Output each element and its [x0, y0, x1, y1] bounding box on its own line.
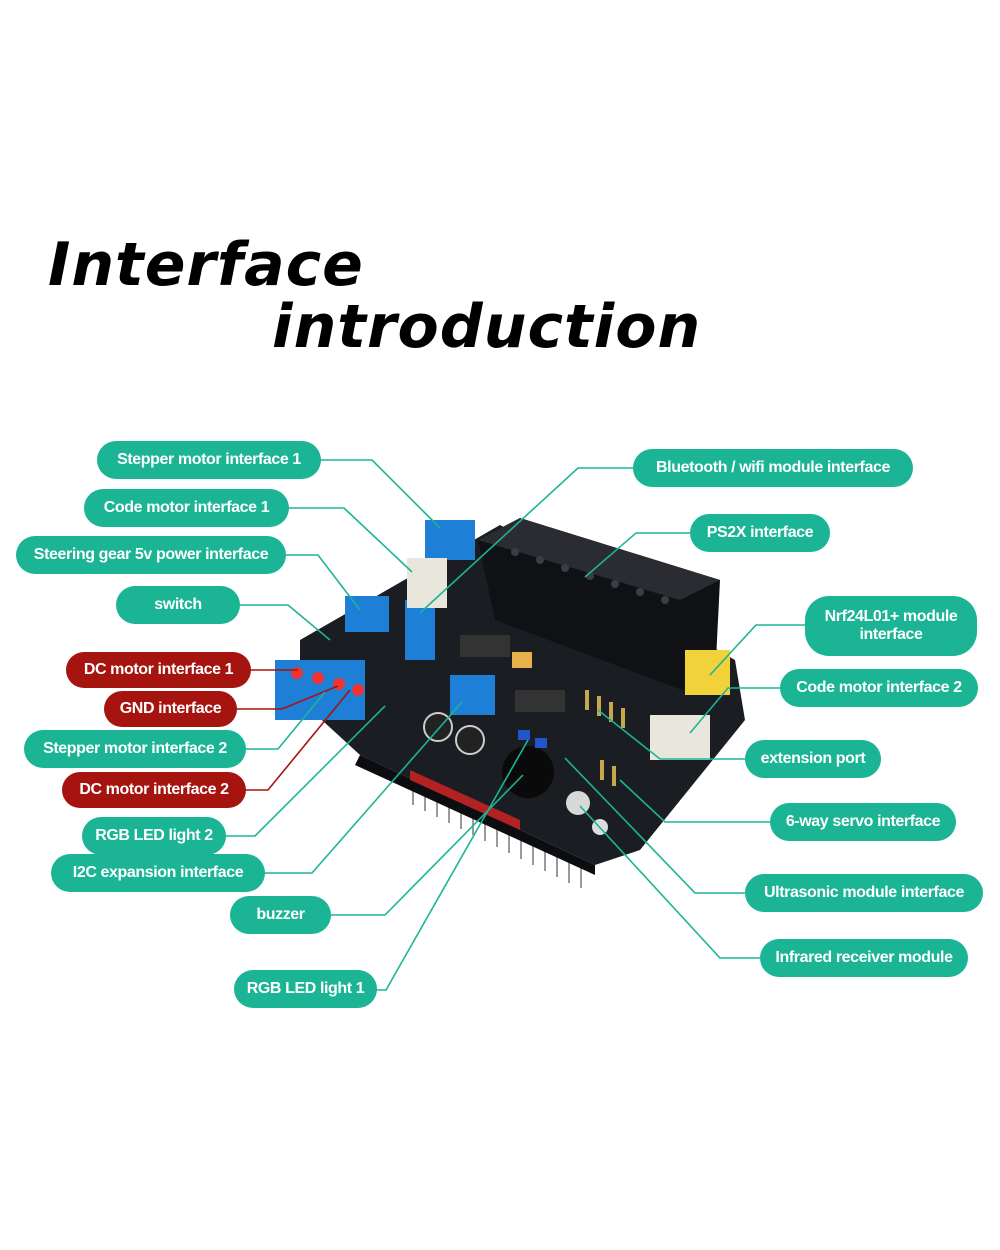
- label-nrf24l01: Nrf24L01+ module interface: [805, 596, 977, 656]
- label-dc-motor-1: DC motor interface 1: [66, 652, 251, 688]
- line-gnd: [235, 685, 339, 710]
- label-stepper-motor-1: Stepper motor interface 1: [97, 441, 321, 479]
- buzzer-part: [502, 746, 554, 798]
- line-buzzer: [330, 774, 524, 916]
- line-extension-port: [597, 709, 745, 760]
- white-connector-1: [407, 558, 447, 608]
- line-stepper-motor-1: [318, 459, 441, 529]
- line-dc-motor-2: [245, 689, 351, 791]
- label-rgb-led-1: RGB LED light 1: [234, 970, 377, 1008]
- label-switch: switch: [116, 586, 240, 624]
- line-servo-6way: [619, 779, 770, 823]
- line-code-motor-2: [689, 687, 780, 734]
- line-rgb-led-1: [376, 739, 529, 991]
- label-i2c: I2C expansion interface: [51, 854, 265, 892]
- nrf-header: [685, 650, 730, 695]
- line-bluetooth-wifi: [419, 467, 633, 614]
- label-steering-gear-5v: Steering gear 5v power interface: [16, 536, 286, 574]
- line-nrf24l01: [709, 624, 805, 676]
- ir-receiver: [566, 791, 590, 815]
- line-ultrasonic: [564, 757, 745, 894]
- label-ultrasonic: Ultrasonic module interface: [745, 874, 983, 912]
- line-i2c: [264, 701, 463, 874]
- pcb-edge: [355, 755, 595, 875]
- red-header-strip: [410, 770, 520, 830]
- title-line-2: introduction: [272, 292, 702, 362]
- line-code-motor-1: [288, 507, 413, 573]
- line-infrared: [579, 805, 760, 959]
- label-buzzer: buzzer: [230, 896, 331, 934]
- label-code-motor-2: Code motor interface 2: [780, 669, 978, 707]
- label-servo-6way: 6-way servo interface: [770, 803, 956, 841]
- label-dc-motor-2: DC motor interface 2: [62, 772, 246, 808]
- label-stepper-motor-2: Stepper motor interface 2: [24, 730, 246, 768]
- title-line-1: Interface: [48, 230, 364, 300]
- line-rgb-led-2: [225, 705, 386, 837]
- line-switch: [240, 604, 331, 641]
- label-code-motor-1: Code motor interface 1: [84, 489, 289, 527]
- line-steering-gear: [284, 554, 361, 611]
- label-extension-port: extension port: [745, 740, 881, 778]
- label-gnd: GND interface: [104, 691, 237, 727]
- label-bluetooth-wifi: Bluetooth / wifi module interface: [633, 449, 913, 487]
- ps2x-connector-top: [478, 518, 720, 600]
- line-stepper-motor-2: [245, 691, 326, 750]
- label-rgb-led-2: RGB LED light 2: [82, 817, 226, 855]
- white-connector-2: [650, 715, 710, 760]
- label-infrared: Infrared receiver module: [760, 939, 968, 977]
- label-ps2x: PS2X interface: [690, 514, 830, 552]
- line-ps2x: [584, 532, 690, 578]
